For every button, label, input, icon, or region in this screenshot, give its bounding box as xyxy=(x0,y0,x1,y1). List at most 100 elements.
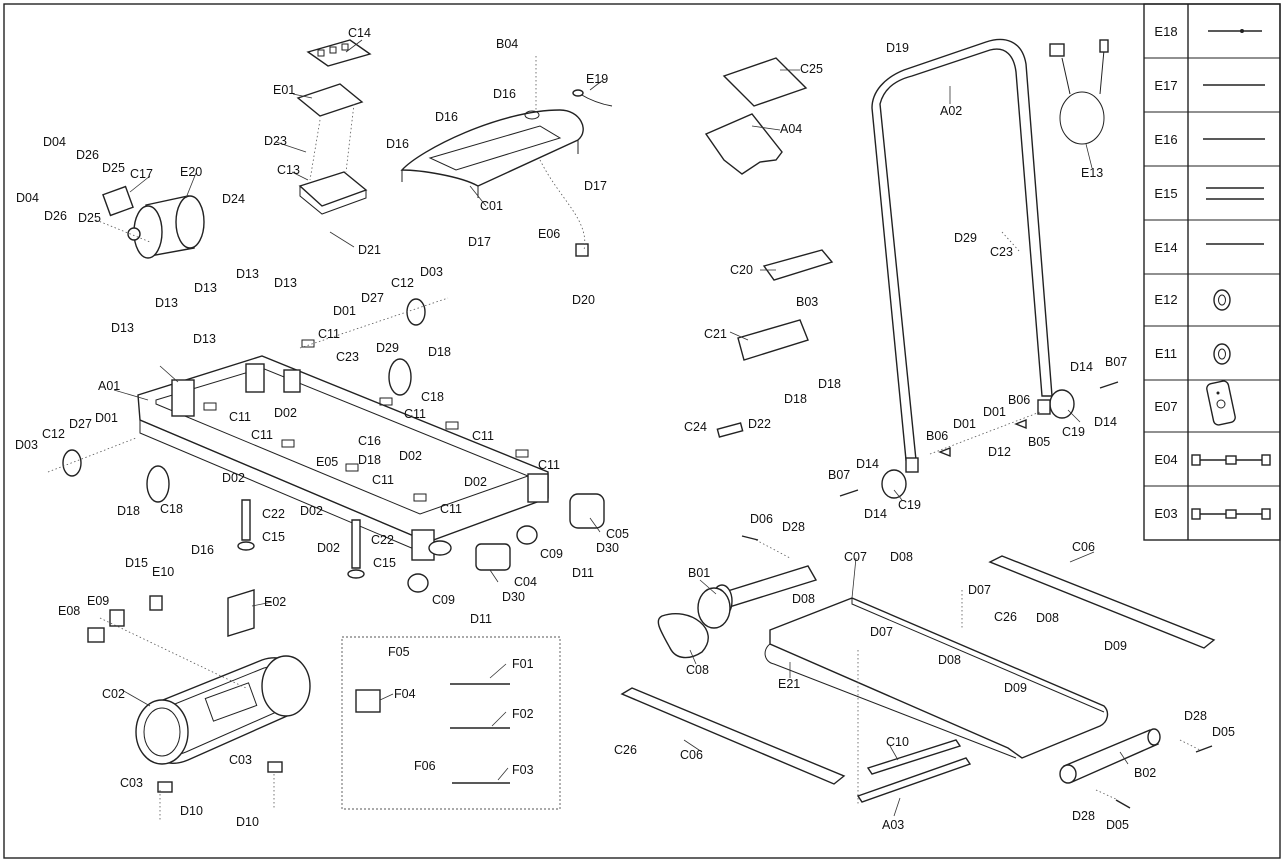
callout-f05: F05 xyxy=(388,645,410,659)
callout-c10: C10 xyxy=(886,735,909,749)
part-e09 xyxy=(109,609,125,627)
callout-d26: D26 xyxy=(76,148,99,162)
legend-label: E14 xyxy=(1154,240,1177,255)
callout-c22: C22 xyxy=(262,507,285,521)
connector-cable-icon xyxy=(1191,454,1271,466)
callout-d27: D27 xyxy=(69,417,92,431)
callout-c17: C17 xyxy=(130,167,153,181)
callout-e13: E13 xyxy=(1081,166,1103,180)
callout-d18: D18 xyxy=(428,345,451,359)
callout-d01: D01 xyxy=(983,405,1006,419)
callout-d14: D14 xyxy=(864,507,887,521)
wheel-c12-left xyxy=(62,449,82,477)
cap-c09-a xyxy=(407,573,429,593)
callout-d29: D29 xyxy=(954,231,977,245)
callout-c23: C23 xyxy=(336,350,359,364)
f-parts-box xyxy=(341,636,561,810)
legend-row-7: E07 xyxy=(1144,380,1280,433)
callout-c13: C13 xyxy=(277,163,300,177)
callout-d11: D11 xyxy=(470,612,492,626)
deck-c07 xyxy=(764,597,1109,759)
legend-row-9: E03 xyxy=(1154,506,1271,521)
callout-b01: B01 xyxy=(688,566,710,580)
callout-d08: D08 xyxy=(1036,611,1059,625)
callout-d19: D19 xyxy=(886,41,909,55)
callout-d01: D01 xyxy=(953,417,976,431)
callout-d22: D22 xyxy=(748,417,771,431)
callout-c24: C24 xyxy=(684,420,707,434)
callout-d15: D15 xyxy=(125,556,148,570)
plate-c25 xyxy=(722,57,808,107)
callout-d04: D04 xyxy=(16,191,39,205)
callout-e20: E20 xyxy=(180,165,202,179)
callout-c16: C16 xyxy=(358,434,381,448)
legend-row-8: E04 xyxy=(1144,452,1280,487)
callout-c11: C11 xyxy=(538,458,560,472)
callout-b02: B02 xyxy=(1134,766,1156,780)
callout-f03: F03 xyxy=(512,763,534,777)
callout-d06: D06 xyxy=(750,512,773,526)
callout-d01: D01 xyxy=(333,304,356,318)
callout-d18: D18 xyxy=(117,504,140,518)
callout-d18: D18 xyxy=(358,453,381,467)
callout-b07: B07 xyxy=(828,468,850,482)
callout-a02: A02 xyxy=(940,104,962,118)
callout-e21: E21 xyxy=(778,677,800,691)
part-c24 xyxy=(716,422,744,438)
callout-c04: C04 xyxy=(514,575,537,589)
callout-d08: D08 xyxy=(792,592,815,606)
power-cord-e13 xyxy=(1049,39,1109,145)
callout-d25: D25 xyxy=(102,161,125,175)
fan-c18-right xyxy=(388,358,412,396)
callout-c02: C02 xyxy=(102,687,125,701)
ferrite-ring-icon xyxy=(1213,343,1231,365)
callout-d17: D17 xyxy=(468,235,491,249)
callout-c15: C15 xyxy=(262,530,285,544)
callout-d30: D30 xyxy=(502,590,525,604)
callout-c07: C07 xyxy=(844,550,867,564)
callout-f06: F06 xyxy=(414,759,436,773)
callout-c15: C15 xyxy=(373,556,396,570)
callout-d25: D25 xyxy=(78,211,101,225)
remote-control-icon xyxy=(1206,380,1236,426)
callout-d04: D04 xyxy=(43,135,66,149)
legend-label: E04 xyxy=(1154,452,1177,467)
plate-a04 xyxy=(704,113,783,175)
callout-c03: C03 xyxy=(229,753,252,767)
callout-c26: C26 xyxy=(994,610,1017,624)
callout-c18: C18 xyxy=(160,502,183,516)
callout-c03: C03 xyxy=(120,776,143,790)
legend-label: E16 xyxy=(1154,132,1177,147)
cover-c20 xyxy=(762,249,834,281)
callout-d02: D02 xyxy=(317,541,340,555)
motor-e20 xyxy=(102,185,205,259)
callout-e09: E09 xyxy=(87,594,109,608)
callout-d01: D01 xyxy=(95,411,118,425)
legend-label: E03 xyxy=(1154,506,1177,521)
callout-e19: E19 xyxy=(586,72,608,86)
callout-c22: C22 xyxy=(371,533,394,547)
roller-b01 xyxy=(657,565,818,659)
callout-c23: C23 xyxy=(990,245,1013,259)
motor-cover-c01 xyxy=(400,109,584,198)
callout-c11: C11 xyxy=(372,473,394,487)
ferrite-ring-icon xyxy=(1213,289,1231,311)
fan-c18-left xyxy=(146,465,170,503)
callout-c11: C11 xyxy=(440,502,462,516)
foot-c04 xyxy=(475,543,511,571)
callout-c11: C11 xyxy=(318,327,340,341)
callout-c21: C21 xyxy=(704,327,727,341)
callout-d14: D14 xyxy=(1094,415,1117,429)
part-e06 xyxy=(575,243,589,257)
strip-c10 xyxy=(866,739,962,775)
callout-d02: D02 xyxy=(399,449,422,463)
part-e10 xyxy=(149,595,163,611)
callout-c09: C09 xyxy=(540,547,563,561)
callout-d21: D21 xyxy=(358,243,381,257)
callout-e02: E02 xyxy=(264,595,286,609)
legend-row-1: E17 xyxy=(1144,78,1280,113)
callout-c19: C19 xyxy=(1062,425,1085,439)
callout-d11: D11 xyxy=(572,566,594,580)
callout-d02: D02 xyxy=(300,504,323,518)
